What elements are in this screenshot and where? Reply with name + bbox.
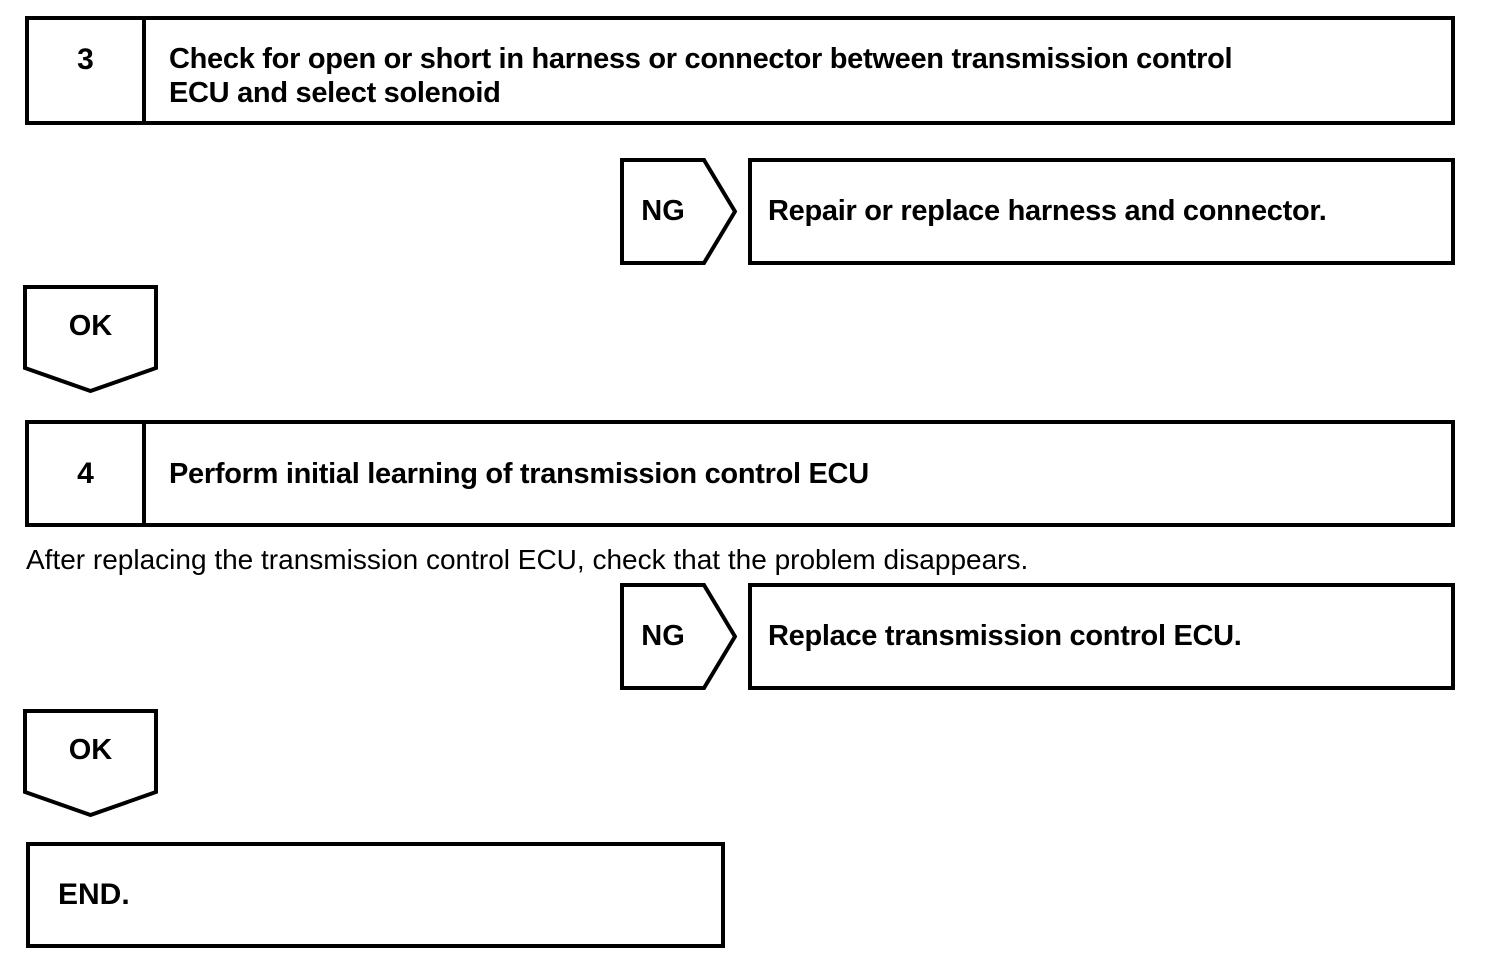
ok-pentagon-shape: [23, 285, 158, 393]
step-4-box: 4 Perform initial learning of transmissi…: [25, 420, 1455, 527]
ng-connector-1: NG: [620, 158, 737, 265]
step-4-number: 4: [29, 424, 146, 523]
ng-action-1-text: Repair or replace harness and connector.: [768, 195, 1327, 227]
step-3-title: Check for open or short in harness or co…: [146, 20, 1451, 121]
step-3-number: 3: [29, 20, 146, 121]
ng-pentagon-shape: [620, 583, 737, 690]
ng-action-2-box: Replace transmission control ECU.: [748, 583, 1455, 690]
end-box: END.: [26, 842, 725, 948]
ok-label-1: OK: [68, 310, 113, 342]
step-3-box: 3 Check for open or short in harness or …: [25, 16, 1455, 125]
step-4-title: Perform initial learning of transmission…: [146, 424, 1451, 523]
step-3-title-line-2: ECU and select solenoid: [169, 77, 501, 109]
ok-pentagon-shape: [23, 709, 158, 817]
note-text: After replacing the transmission control…: [26, 544, 1029, 575]
step-3-title-line-1: Check for open or short in harness or co…: [169, 43, 1233, 75]
ng-connector-2: NG: [620, 583, 737, 690]
ng-action-1-box: Repair or replace harness and connector.: [748, 158, 1455, 265]
end-label: END.: [58, 878, 130, 911]
ng-label-2: NG: [641, 620, 685, 652]
ok-connector-1: OK: [23, 285, 158, 393]
ok-connector-2: OK: [23, 709, 158, 817]
ng-label-1: NG: [641, 195, 685, 227]
ng-action-2-text: Replace transmission control ECU.: [768, 620, 1242, 652]
ok-label-2: OK: [68, 734, 113, 766]
ng-pentagon-shape: [620, 158, 737, 265]
step-4-title-line-1: Perform initial learning of transmission…: [169, 457, 869, 490]
